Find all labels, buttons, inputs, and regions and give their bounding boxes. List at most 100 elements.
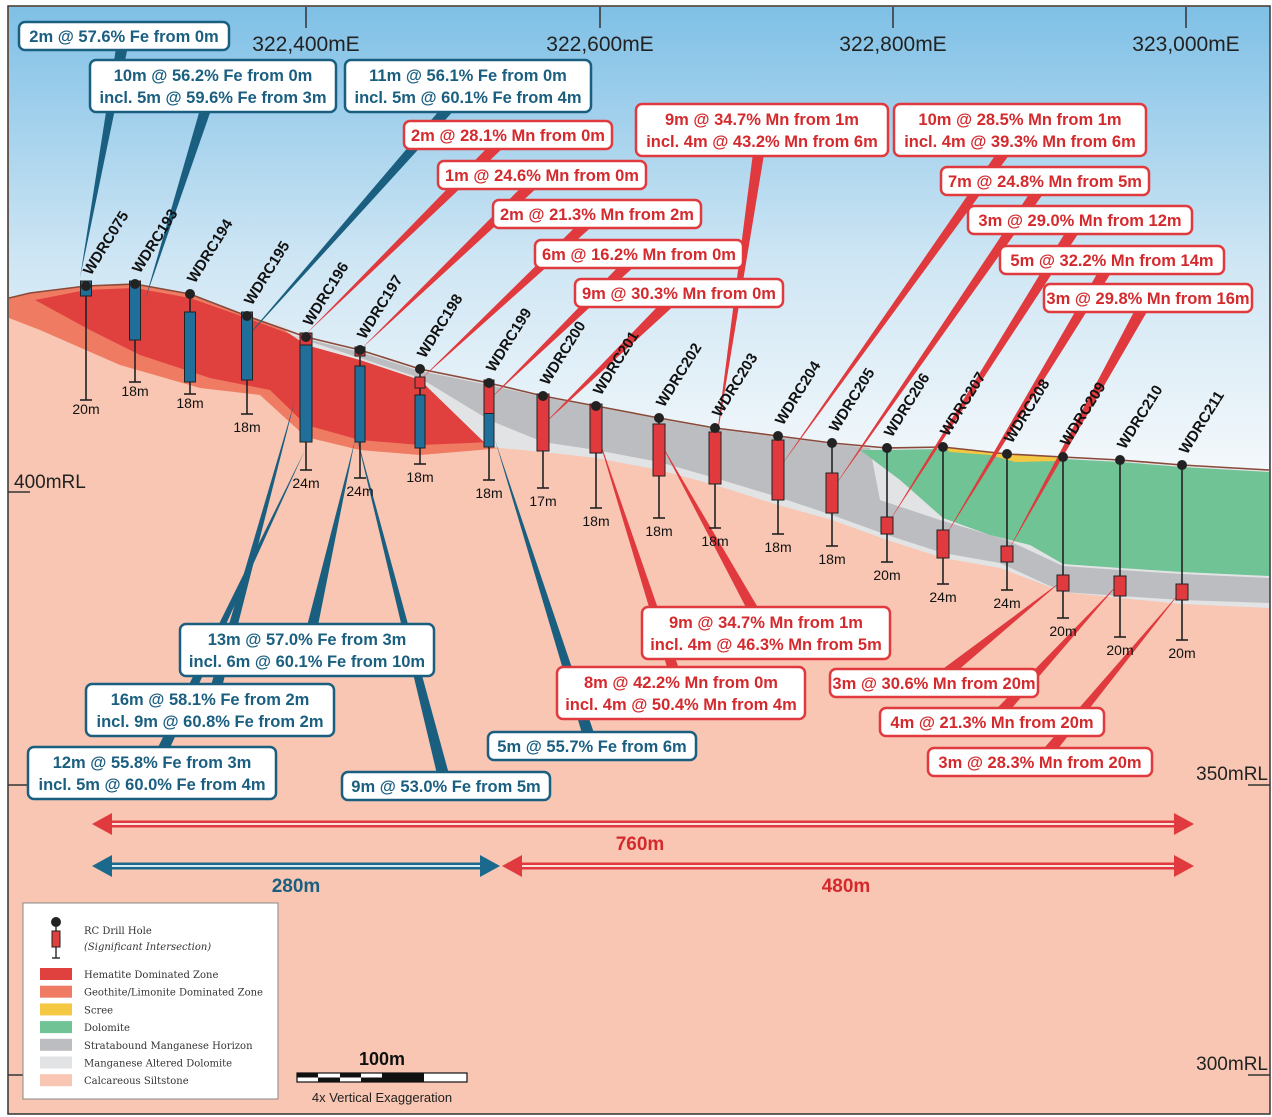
easting-ticks: 322,400mE 322,600mE 322,800mE 323,000mE …	[8, 7, 1270, 1076]
callout-text-line: 4m @ 21.3% Mn from 20m	[890, 714, 1093, 732]
fe-callout-1[interactable]: 2m @ 57.6% Fe from 0m	[17, 20, 231, 52]
hole-intersection	[825, 472, 839, 514]
hole-depth-label: 20m	[1168, 645, 1195, 661]
mn-callout-3[interactable]: 2m @ 21.3% Mn from 2m	[491, 198, 703, 230]
arrow-280m-right-head	[480, 855, 500, 877]
callout-box	[491, 198, 703, 230]
callout-box	[878, 706, 1106, 738]
callout-box	[533, 238, 745, 270]
callout-box	[892, 102, 1148, 158]
hematite-zone	[35, 288, 530, 445]
hole-intersection	[1000, 545, 1014, 563]
mn-callout-1[interactable]: 2m @ 28.1% Mn from 0m	[402, 119, 614, 151]
callout-text-line: 5m @ 32.2% Mn from 14m	[1010, 252, 1213, 270]
hole-collar	[81, 281, 91, 291]
callout-text-line: 2m @ 28.1% Mn from 0m	[411, 127, 605, 145]
callout-box	[84, 682, 336, 738]
easting-label-2: 322,600mE	[546, 33, 653, 56]
callout-box	[926, 746, 1154, 778]
legend-label: Stratabound Manganese Horizon	[84, 1041, 253, 1052]
legend-swatch	[40, 1021, 72, 1034]
mn-leader-12	[659, 440, 772, 636]
hole-intersection	[1056, 574, 1070, 592]
callout-text-line: 2m @ 57.6% Fe from 0m	[29, 28, 218, 46]
hole-depth-label: 18m	[406, 469, 433, 485]
hole-intersection	[652, 423, 666, 477]
hole-intersection	[536, 393, 550, 452]
callout-box	[1042, 282, 1254, 314]
callout-box	[17, 20, 231, 52]
callout-text-line: 1m @ 24.6% Mn from 0m	[445, 167, 639, 185]
hole-depth-label: 18m	[645, 523, 672, 539]
mn-callout-9[interactable]: 3m @ 29.0% Mn from 12m	[966, 204, 1194, 236]
legend-item-1: Hematite Dominated Zone	[40, 968, 218, 981]
fe-callout-6[interactable]: 12m @ 55.8% Fe from 3m incl. 5m @ 60.0% F…	[26, 745, 278, 801]
arrow-480m-left-head	[502, 855, 522, 877]
arrow-760m-left-head	[92, 813, 112, 835]
hole-depth-label: 18m	[764, 539, 791, 555]
mn-callout-11[interactable]: 3m @ 29.8% Mn from 16m	[1042, 282, 1254, 314]
callout-text-line: 8m @ 42.2% Mn from 0m	[584, 674, 778, 692]
callout-text-line: 3m @ 28.3% Mn from 20m	[938, 754, 1141, 772]
callout-text-line: 12m @ 55.8% Fe from 3m	[53, 754, 252, 772]
hole-collar	[1058, 452, 1068, 462]
hole-intersection	[241, 311, 253, 381]
legend-swatch	[40, 985, 72, 998]
hole-intersection	[771, 439, 785, 501]
mn-callout-4[interactable]: 6m @ 16.2% Mn from 0m	[533, 238, 745, 270]
callout-text-line: incl. 5m @ 59.6% Fe from 3m	[99, 89, 326, 107]
hole-depth-label: 20m	[1049, 623, 1076, 639]
hole-depth-label: 20m	[1106, 642, 1133, 658]
easting-label-3: 322,800mE	[839, 33, 946, 56]
callout-text-line: 9m @ 34.7% Mn from 1m	[669, 614, 863, 632]
hole-intersection	[354, 365, 366, 443]
mn-callout-5[interactable]: 9m @ 30.3% Mn from 0m	[573, 277, 785, 309]
legend: RC Drill Hole (Significant Intersection)…	[22, 902, 279, 1100]
callout-text-line: incl. 5m @ 60.0% Fe from 4m	[38, 776, 265, 794]
mn-callout-2[interactable]: 1m @ 24.6% Mn from 0m	[436, 159, 648, 191]
fe-callout-7[interactable]: 9m @ 53.0% Fe from 5m	[340, 770, 552, 802]
fe-callout-8[interactable]: 5m @ 55.7% Fe from 6m	[486, 730, 698, 762]
legend-item-4: Dolomite	[40, 1021, 130, 1034]
legend-swatch	[40, 1003, 72, 1016]
hole-intersection	[483, 413, 495, 448]
callout-box	[486, 730, 698, 762]
hole-depth-label: 18m	[233, 419, 260, 435]
scale-bar-label: 100m	[359, 1049, 405, 1069]
hole-collar	[185, 289, 195, 299]
mn-leader-14	[930, 580, 1063, 688]
legend-swatch	[40, 1074, 72, 1087]
legend-hole-sublabel: (Significant Intersection)	[84, 942, 211, 953]
scale-bar-exaggeration: 4x Vertical Exaggeration	[312, 1090, 452, 1105]
callout-text-line: 6m @ 16.2% Mn from 0m	[542, 246, 736, 264]
legend-item-2: Geothite/Limonite Dominated Zone	[40, 985, 263, 999]
mn-callout-8[interactable]: 7m @ 24.8% Mn from 5m	[939, 165, 1151, 197]
hole-intersection	[880, 516, 894, 535]
callout-text-line: 7m @ 24.8% Mn from 5m	[948, 173, 1142, 191]
legend-item-3: Scree	[40, 1003, 113, 1016]
mn-callout-16[interactable]: 3m @ 28.3% Mn from 20m	[926, 746, 1154, 778]
callout-box	[966, 204, 1194, 236]
callout-text-line: 2m @ 21.3% Mn from 2m	[500, 206, 694, 224]
callout-text-line: incl. 4m @ 39.3% Mn from 6m	[904, 133, 1136, 151]
hole-collar	[538, 391, 548, 401]
legend-label: Hematite Dominated Zone	[84, 970, 218, 981]
hole-collar	[1115, 455, 1125, 465]
hole-depth-label: 17m	[529, 493, 556, 509]
mn-callout-15[interactable]: 4m @ 21.3% Mn from 20m	[878, 706, 1106, 738]
mn-callout-10[interactable]: 5m @ 32.2% Mn from 14m	[998, 244, 1226, 276]
hole-collar	[710, 423, 720, 433]
easting-label-4: 323,000mE	[1132, 33, 1239, 56]
hole-depth-label: 24m	[993, 595, 1020, 611]
callout-box	[634, 102, 890, 158]
mn-callout-14[interactable]: 3m @ 30.6% Mn from 20m	[828, 667, 1040, 699]
legend-label: Geothite/Limonite Dominated Zone	[84, 988, 263, 999]
